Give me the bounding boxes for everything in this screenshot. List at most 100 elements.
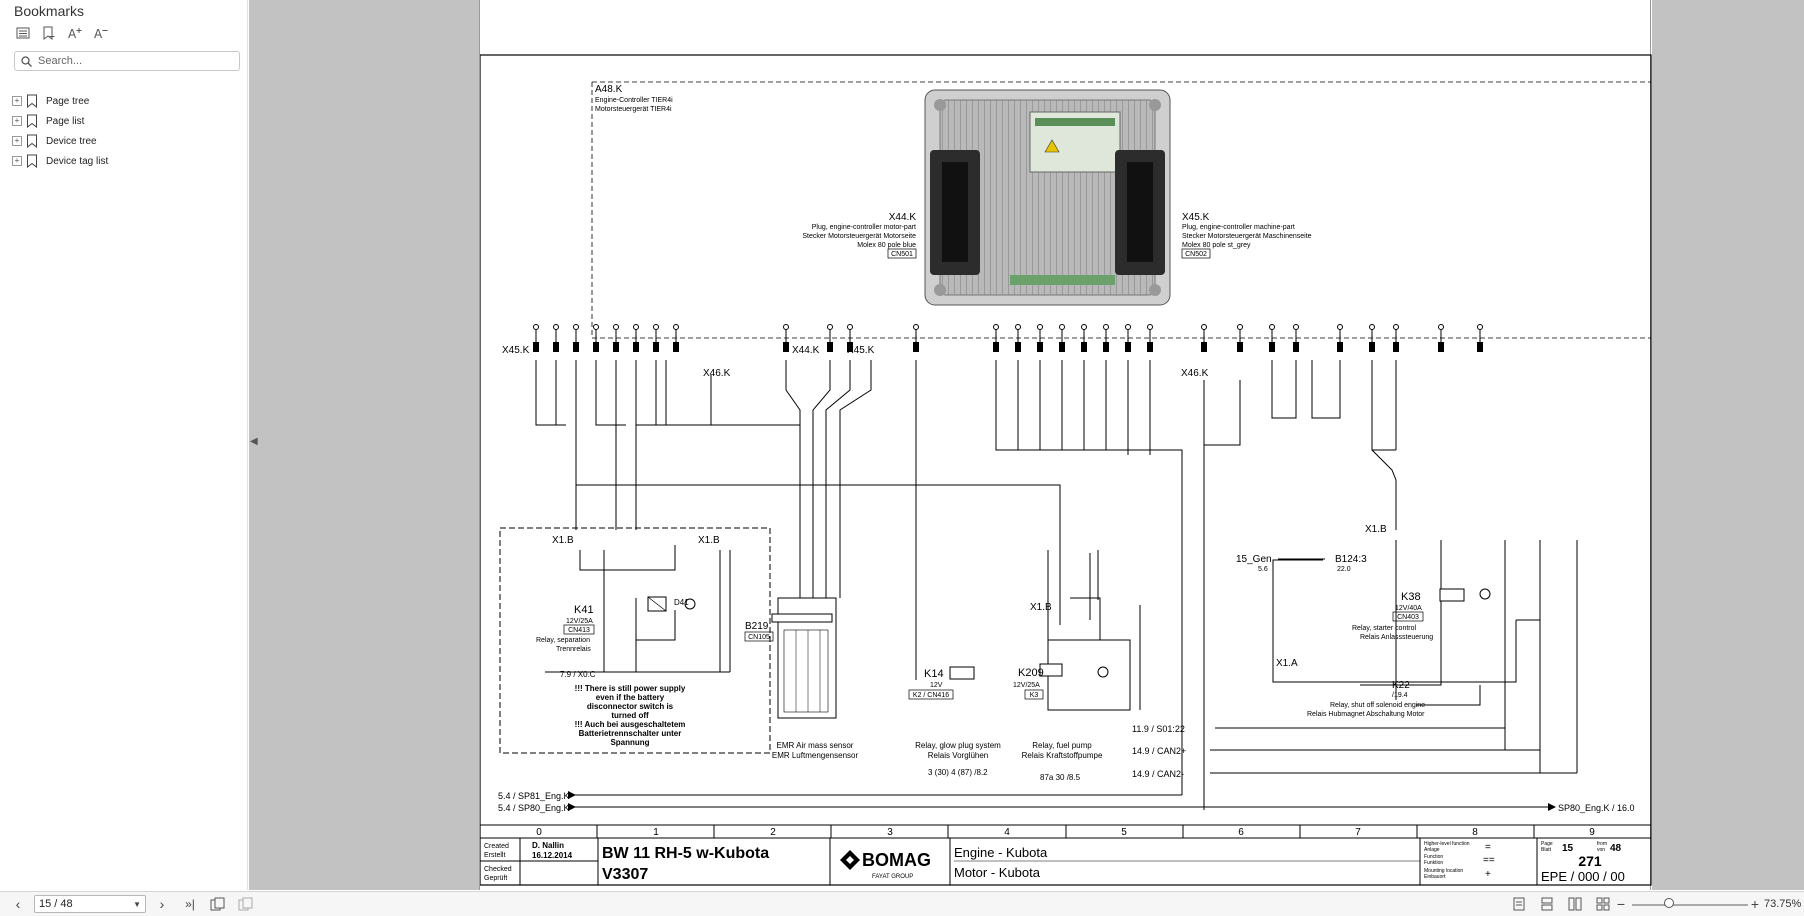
pin-contact bbox=[573, 324, 579, 330]
single-page-view-icon[interactable] bbox=[1510, 895, 1528, 913]
conn-x1b-3: X1.B bbox=[1030, 602, 1052, 613]
pin-contact bbox=[1125, 324, 1131, 330]
conn-x46k: X46.K bbox=[703, 368, 731, 379]
gen-label: 15_Gen bbox=[1236, 554, 1272, 565]
tree-item-device-tag-list[interactable]: + Device tag list bbox=[12, 151, 108, 171]
pin-contact bbox=[613, 324, 619, 330]
k22-l2: Relais Hubmagnet Abschaltung Motor bbox=[1307, 711, 1425, 718]
pin-plug bbox=[1037, 342, 1043, 352]
page-total: 48 bbox=[1610, 843, 1622, 854]
pin-contact bbox=[1369, 324, 1375, 330]
tree-item-page-tree[interactable]: + Page tree bbox=[12, 91, 108, 111]
bookmark-search-field[interactable] bbox=[14, 51, 240, 71]
author: D. Nallin bbox=[532, 841, 564, 850]
k22-ref: /19.4 bbox=[1392, 692, 1408, 699]
column-number: 1 bbox=[653, 827, 659, 838]
expand-icon[interactable]: + bbox=[12, 116, 22, 126]
k209-l1: Relay, fuel pump bbox=[1032, 741, 1092, 750]
k22-tag: K22 bbox=[1392, 680, 1410, 691]
bookmark-add-icon[interactable] bbox=[40, 24, 58, 42]
collapse-sidebar-icon[interactable]: ◀ bbox=[250, 436, 258, 447]
x44-l2: Stecker Motorsteuergerät Motorseite bbox=[802, 233, 916, 240]
last-page-icon[interactable]: »| bbox=[185, 897, 195, 911]
svg-text:Batterietrennschalter unter: Batterietrennschalter unter bbox=[579, 729, 682, 738]
b219-l2: EMR Luftmengensensor bbox=[772, 751, 859, 760]
k14-ref: 3 (30) 4 (87) /8.2 bbox=[928, 768, 988, 777]
zoom-slider-handle[interactable] bbox=[1664, 898, 1674, 908]
pin-plug bbox=[1369, 342, 1375, 352]
pin-plug bbox=[533, 342, 539, 352]
pin-plug bbox=[1237, 342, 1243, 352]
search-icon bbox=[21, 55, 32, 67]
pin-plug bbox=[993, 342, 999, 352]
pin-plug bbox=[1081, 342, 1087, 352]
k209-tag: K209 bbox=[1018, 667, 1044, 679]
pin-contact bbox=[1081, 324, 1087, 330]
tree-item-page-list[interactable]: + Page list bbox=[12, 111, 108, 131]
svg-text:even if the battery: even if the battery bbox=[596, 693, 665, 702]
doc-code: EPE / 000 / 00 bbox=[1541, 869, 1625, 884]
zoom-level: 73.75% bbox=[1764, 898, 1802, 910]
copy-page-icon[interactable] bbox=[208, 895, 228, 913]
zoom-slider[interactable] bbox=[1632, 904, 1748, 906]
column-number: 4 bbox=[1004, 827, 1010, 838]
svg-text:turned off: turned off bbox=[611, 711, 649, 720]
column-number: 7 bbox=[1355, 827, 1361, 838]
k209-rating: 12V/25A bbox=[1013, 682, 1040, 689]
column-number: 2 bbox=[770, 827, 776, 838]
pin-contact bbox=[633, 324, 639, 330]
search-input[interactable] bbox=[38, 55, 228, 67]
connector-pins bbox=[533, 324, 1483, 352]
pin-contact bbox=[1037, 324, 1043, 330]
k41-tag: K41 bbox=[574, 604, 594, 616]
pin-contact bbox=[673, 324, 679, 330]
k14-l1: Relay, glow plug system bbox=[915, 741, 1001, 750]
mounting-label: Mounting location bbox=[1424, 868, 1463, 874]
two-page-continuous-icon[interactable] bbox=[1594, 895, 1612, 913]
pin-plug bbox=[913, 342, 919, 352]
prev-page-icon[interactable]: ‹ bbox=[15, 896, 21, 912]
expand-icon[interactable]: + bbox=[12, 136, 22, 146]
font-decrease-icon[interactable]: A bbox=[92, 24, 110, 42]
tree-item-device-tree[interactable]: + Device tree bbox=[12, 131, 108, 151]
font-increase-icon[interactable]: A bbox=[66, 24, 84, 42]
k14-rating: 12V bbox=[930, 682, 943, 689]
bookmark-icon bbox=[27, 114, 37, 128]
next-page-icon[interactable]: › bbox=[159, 896, 165, 912]
document-page: A48.K Engine-Controller TIER4i Motorsteu… bbox=[479, 0, 1652, 890]
pin-plug bbox=[593, 342, 599, 352]
expand-icon[interactable]: + bbox=[12, 96, 22, 106]
column-number: 9 bbox=[1589, 827, 1595, 838]
description-line1: Engine - Kubota bbox=[954, 845, 1048, 860]
list-icon[interactable] bbox=[14, 24, 32, 42]
pin-plug bbox=[1147, 342, 1153, 352]
pin-contact bbox=[653, 324, 659, 330]
higher-level-label: Higher-level function bbox=[1424, 841, 1470, 847]
von-label: von bbox=[1597, 847, 1605, 853]
k38-box: CN403 bbox=[1397, 614, 1419, 621]
svg-text:A: A bbox=[94, 27, 103, 40]
a48-line2: Motorsteuergerät TIER4i bbox=[595, 106, 672, 113]
pin-plug bbox=[1269, 342, 1275, 352]
page-number-select[interactable]: 15 / 48 ▼ bbox=[34, 895, 146, 913]
zoom-in-icon[interactable]: + bbox=[1750, 896, 1760, 912]
b124-ref: 22.0 bbox=[1337, 566, 1351, 573]
pin-plug bbox=[653, 342, 659, 352]
x45-l2: Stecker Motorsteuergerät Maschinenseite bbox=[1182, 233, 1312, 240]
b219-sensor bbox=[771, 597, 837, 719]
two-page-view-icon[interactable] bbox=[1566, 895, 1584, 913]
continuous-view-icon[interactable] bbox=[1538, 895, 1556, 913]
conn-x1b-4: X1.B bbox=[1365, 524, 1387, 535]
copy-disabled-icon[interactable] bbox=[236, 895, 256, 913]
zoom-out-icon[interactable]: − bbox=[1616, 896, 1626, 912]
pin-contact bbox=[1477, 324, 1483, 330]
sidebar-toolbar: A A bbox=[14, 24, 110, 42]
conn-x1a: X1.A bbox=[1276, 658, 1298, 669]
svg-text:BOMAG: BOMAG bbox=[862, 850, 931, 870]
bookmark-icon bbox=[27, 134, 37, 148]
pin-contact bbox=[1103, 324, 1109, 330]
pin-plug bbox=[573, 342, 579, 352]
expand-icon[interactable]: + bbox=[12, 156, 22, 166]
k38-l1: Relay, starter control bbox=[1352, 625, 1417, 632]
